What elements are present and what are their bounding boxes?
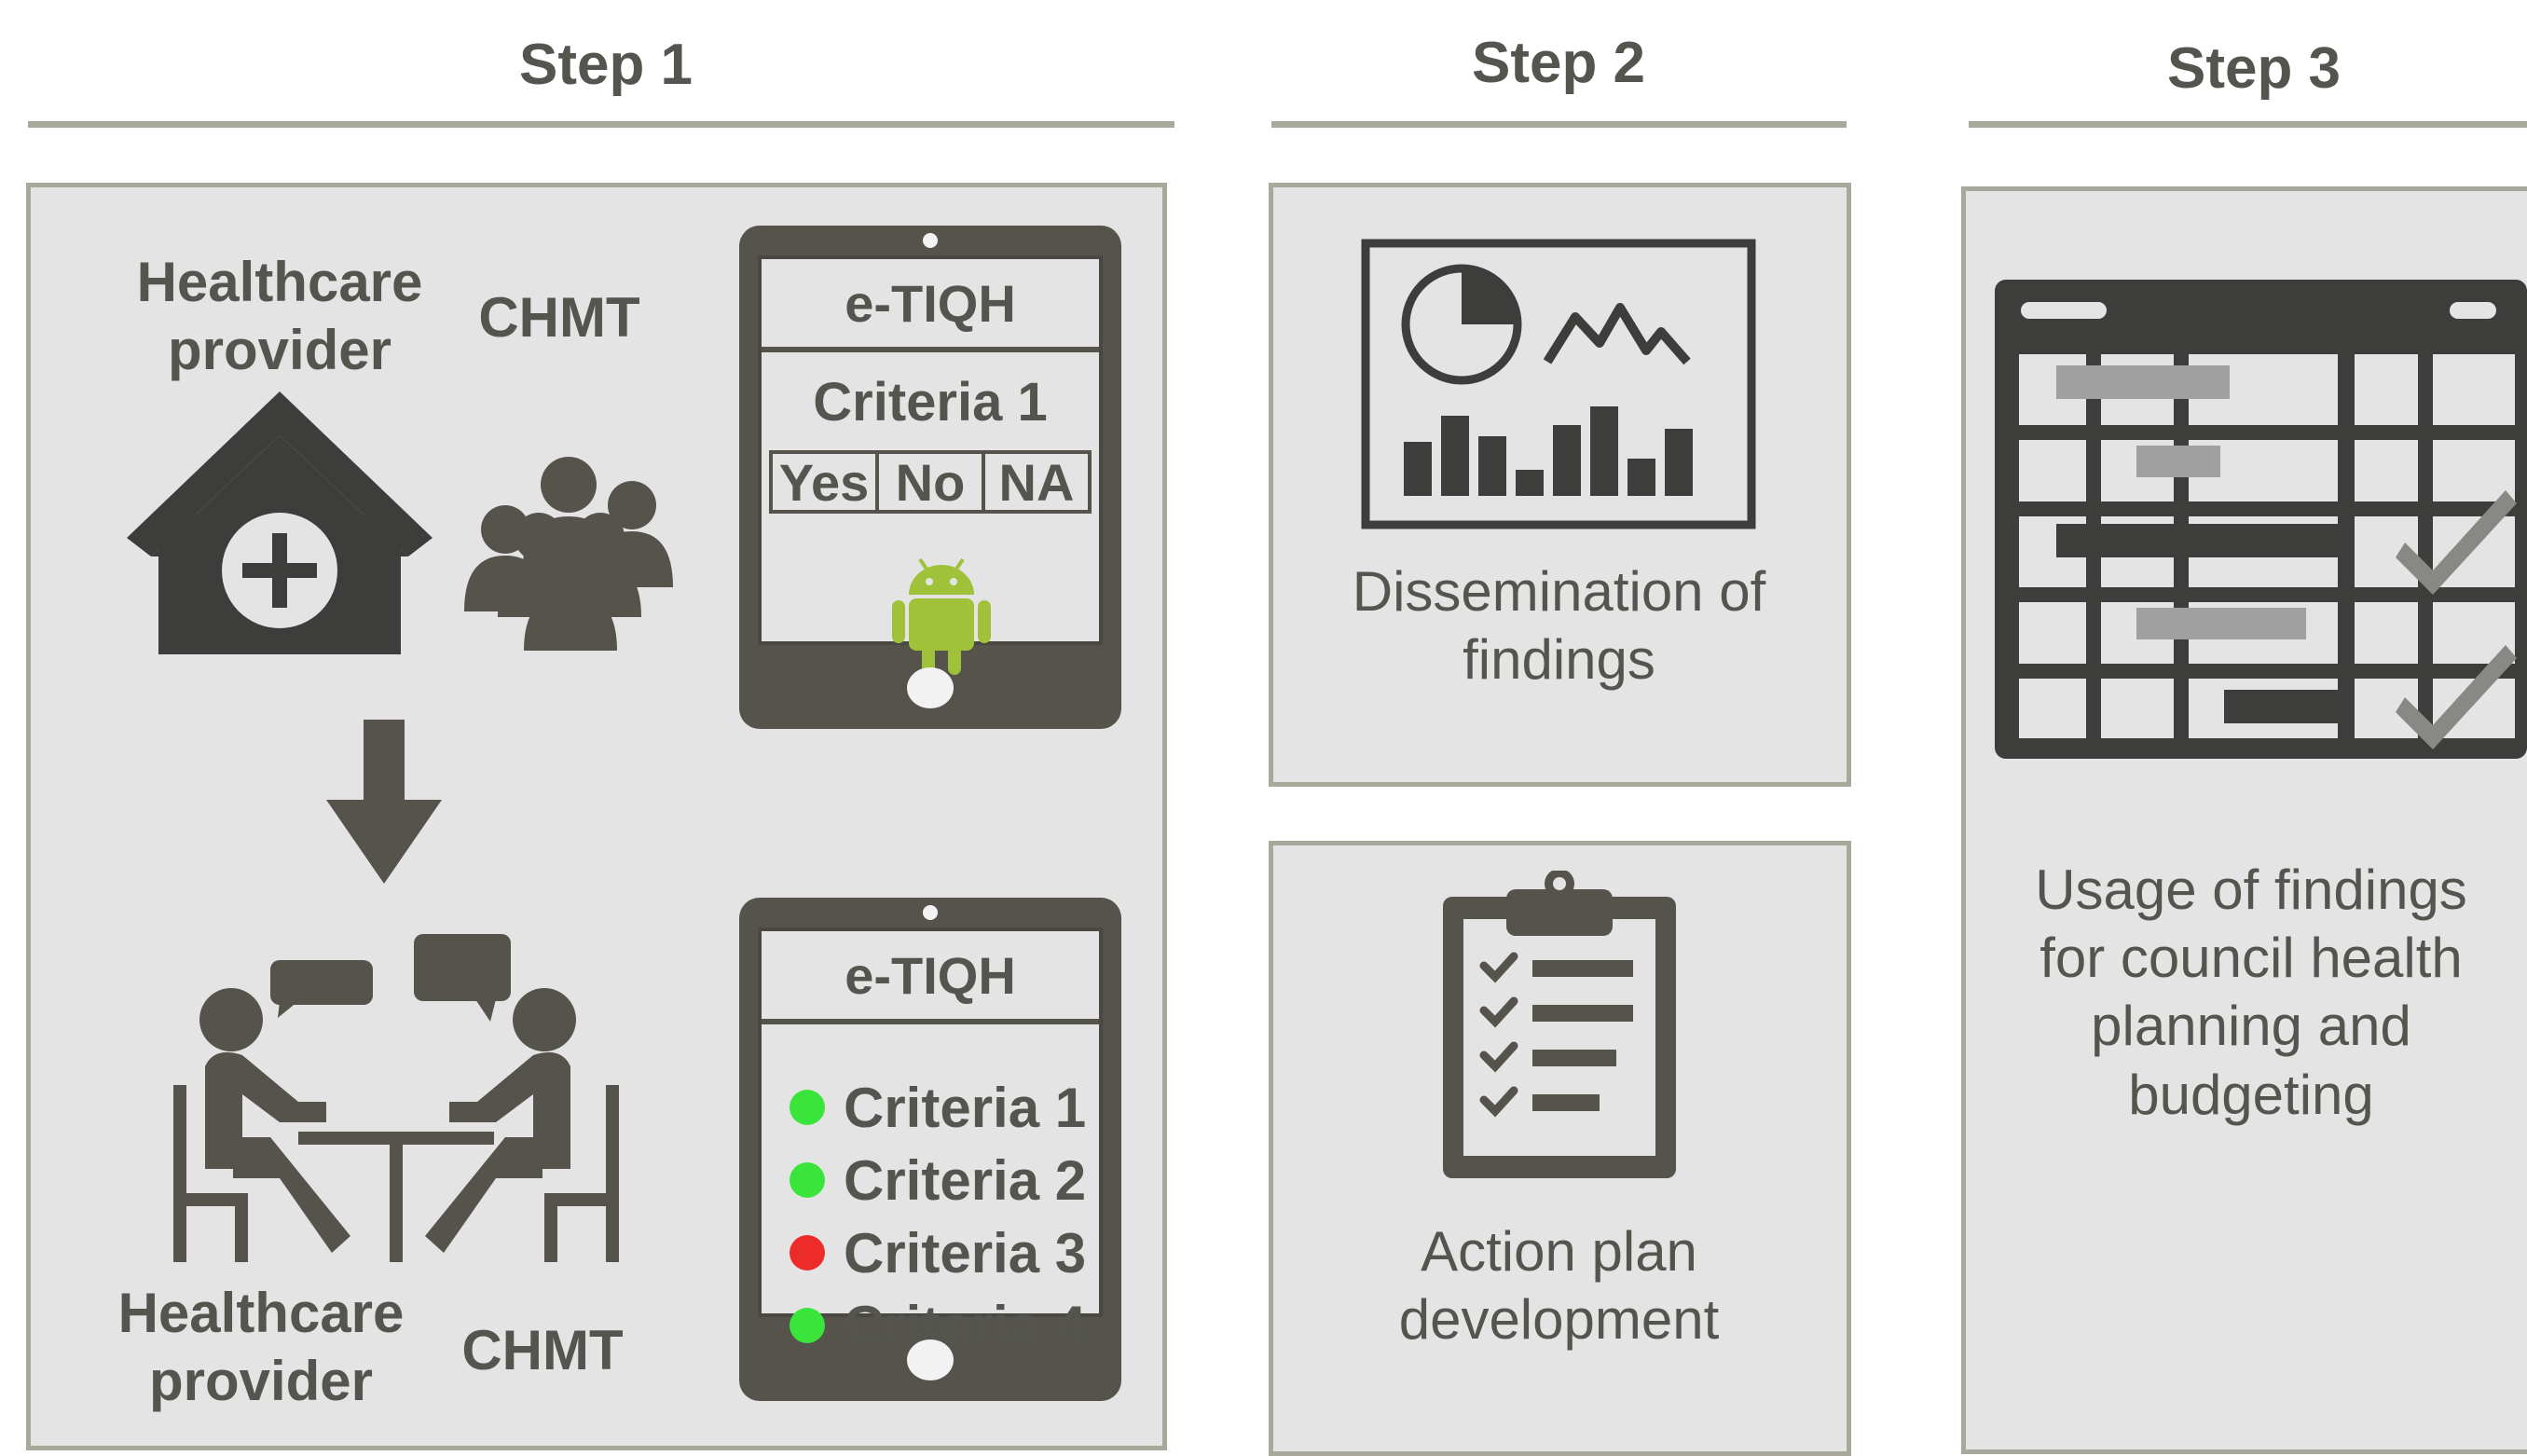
group-icon [464,457,673,651]
criteria-label: Criteria 1 [844,1076,1087,1139]
list-item: Criteria 1 [790,1071,1086,1144]
app-title: e-TIQH [762,931,1099,1024]
status-dot-green [790,1090,825,1125]
android-icon [892,557,991,675]
step-3-header: Step 3 [2166,36,2342,101]
status-dot-red [790,1235,825,1271]
app-title: e-TIQH [762,259,1099,352]
step-2-rule [1271,121,1847,128]
chmt-label-top: CHMT [478,286,640,349]
dissemination-label: Dissemination of findings [1352,560,1766,692]
tablet-home-button [907,1339,954,1380]
criteria-label: Criteria 3 [844,1221,1087,1284]
down-arrow-icon [326,720,442,884]
tablet-screen: e-TIQH Criteria 1 Yes No NA [758,255,1103,675]
usage-label: Usage of findings for council health pla… [2035,858,2467,1126]
dashboard-icon [1361,239,1756,529]
option-yes[interactable]: Yes [773,454,879,512]
meeting-icon [173,934,619,1262]
chmt-label-bottom: CHMT [461,1319,624,1381]
planning-calendar-icon [1995,280,2527,759]
tablet-camera [923,233,938,248]
tablet-criteria-results: e-TIQH Criteria 1 Criteria 2 Criteria 3 … [739,898,1121,1401]
option-na[interactable]: NA [998,453,1075,512]
status-dot-green [790,1162,825,1198]
healthcare-provider-label-top: Healthcare provider [136,251,423,382]
criteria-title: Criteria 1 [813,372,1048,433]
tablet-home-button [907,667,954,708]
clipboard-checklist-icon [1443,871,1676,1178]
action-plan-label: Action plan development [1398,1220,1720,1352]
criteria-label: Criteria 4 [844,1294,1087,1357]
tablet-screen: e-TIQH Criteria 1 Criteria 2 Criteria 3 … [758,927,1103,1357]
list-item: Criteria 3 [790,1216,1086,1289]
list-item: Criteria 2 [790,1144,1086,1216]
step-1-header: Step 1 [518,33,694,97]
criteria-list: Criteria 1 Criteria 2 Criteria 3 Criteri… [790,1071,1086,1362]
step-1-rule [28,121,1174,128]
health-facility-icon [127,391,433,654]
tablet-camera [923,905,938,920]
tablet-criteria-form: e-TIQH Criteria 1 Yes No NA [739,226,1121,729]
criteria-label: Criteria 2 [844,1148,1087,1212]
step-2-header: Step 2 [1471,31,1646,95]
healthcare-provider-label-bottom: Healthcare provider [117,1282,405,1413]
status-dot-green [790,1308,825,1343]
answer-options: Yes No NA [769,450,1092,514]
step-3-rule [1969,121,2527,128]
list-item: Criteria 4 [790,1289,1086,1362]
option-no[interactable]: No [879,454,985,512]
